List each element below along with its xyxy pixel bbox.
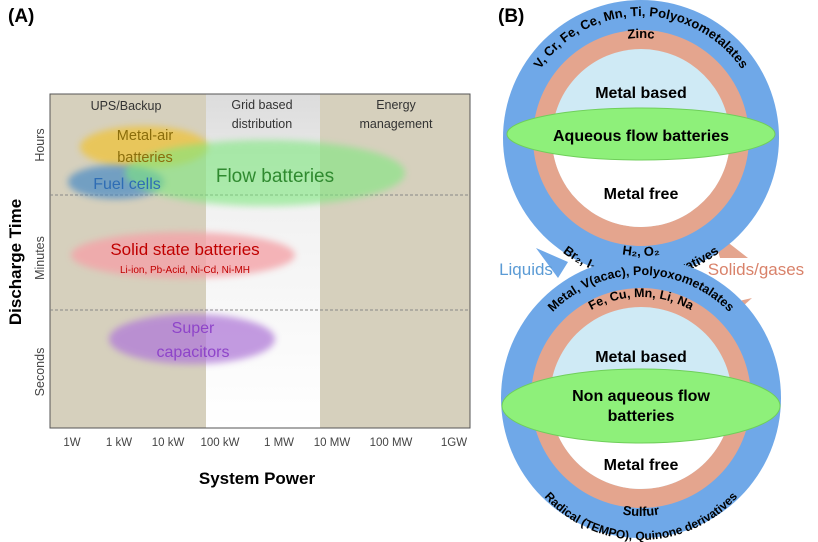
aqueous-center-ellipse bbox=[506, 107, 776, 161]
non-aqueous-metal-based: Metal based bbox=[595, 349, 687, 366]
y-tick-hours: Hours bbox=[33, 128, 47, 161]
flow-batteries-region bbox=[125, 140, 405, 206]
x-tick-100mw: 100 MW bbox=[370, 437, 413, 449]
solid-state-region bbox=[71, 232, 295, 278]
x-axis-title: System Power bbox=[199, 469, 316, 488]
x-tick-1kw: 1 kW bbox=[106, 437, 132, 449]
metal-air-label-line1: Metal-air bbox=[117, 128, 174, 144]
non-aqueous-center-ellipse bbox=[501, 368, 781, 444]
x-tick-10mw: 10 MW bbox=[314, 437, 351, 449]
non-aqueous-center-line1: Non aqueous flow bbox=[572, 388, 710, 405]
super-capacitors-line2: capacitors bbox=[157, 344, 230, 361]
fuel-cells-label: Fuel cells bbox=[93, 176, 161, 193]
aqueous-metal-free: Metal free bbox=[604, 186, 679, 203]
aqueous-zinc-label: Zinc bbox=[627, 26, 656, 42]
panel-a: (A) UPS/Backup Grid based distribution E… bbox=[6, 6, 471, 488]
column-grid-line1: Grid based bbox=[231, 98, 292, 112]
column-ups-backup: UPS/Backup bbox=[91, 99, 162, 113]
x-tick-100kw: 100 kW bbox=[201, 437, 240, 449]
super-capacitors-line1: Super bbox=[172, 320, 215, 337]
non-aqueous-sulfur-label: Sulfur bbox=[622, 503, 660, 520]
panel-b-label: (B) bbox=[498, 6, 524, 27]
aqueous-core-bottom bbox=[552, 138, 730, 227]
region-energy-background bbox=[320, 94, 470, 428]
y-tick-minutes: Minutes bbox=[33, 236, 47, 280]
y-axis-title: Discharge Time bbox=[6, 199, 25, 325]
metal-air-label-line2: batteries bbox=[117, 150, 173, 166]
panel-a-label: (A) bbox=[8, 6, 34, 27]
x-tick-1mw: 1 MW bbox=[264, 437, 294, 449]
panel-b: (B) V, Cr, Fe, Ce, Mn, Ti, Polyoxometala… bbox=[498, 0, 804, 542]
flow-batteries-label: Flow batteries bbox=[216, 166, 334, 187]
aqueous-inner-top-text: Zinc bbox=[627, 26, 656, 42]
aqueous-gases-label: H₂, O₂ bbox=[622, 242, 661, 259]
column-energy-line1: Energy bbox=[376, 98, 416, 112]
column-grid-line2: distribution bbox=[232, 117, 292, 131]
x-tick-10kw: 10 kW bbox=[152, 437, 185, 449]
y-tick-seconds: Seconds bbox=[33, 348, 47, 397]
solids-gases-label: Solids/gases bbox=[708, 260, 804, 279]
non-aqueous-metal-free: Metal free bbox=[604, 457, 679, 474]
plot-frame bbox=[49, 93, 471, 429]
solid-state-examples: Li-ion, Pb-Acid, Ni-Cd, Ni-MH bbox=[120, 265, 250, 276]
non-aqueous-inner-bottom-text: Sulfur bbox=[622, 503, 660, 520]
non-aqueous-center-line2: batteries bbox=[608, 408, 675, 425]
aqueous-inner-bottom-text: H₂, O₂ bbox=[622, 242, 661, 259]
x-tick-1w: 1W bbox=[63, 437, 80, 449]
aqueous-center-label: Aqueous flow batteries bbox=[553, 128, 729, 145]
liquids-arrow bbox=[536, 248, 568, 278]
x-tick-1gw: 1GW bbox=[441, 437, 467, 449]
aqueous-metal-based: Metal based bbox=[595, 85, 687, 102]
liquids-label: Liquids bbox=[499, 260, 553, 279]
column-energy-line2: management bbox=[360, 117, 433, 131]
solid-state-label: Solid state batteries bbox=[110, 240, 259, 259]
super-capacitors-region bbox=[109, 314, 275, 364]
